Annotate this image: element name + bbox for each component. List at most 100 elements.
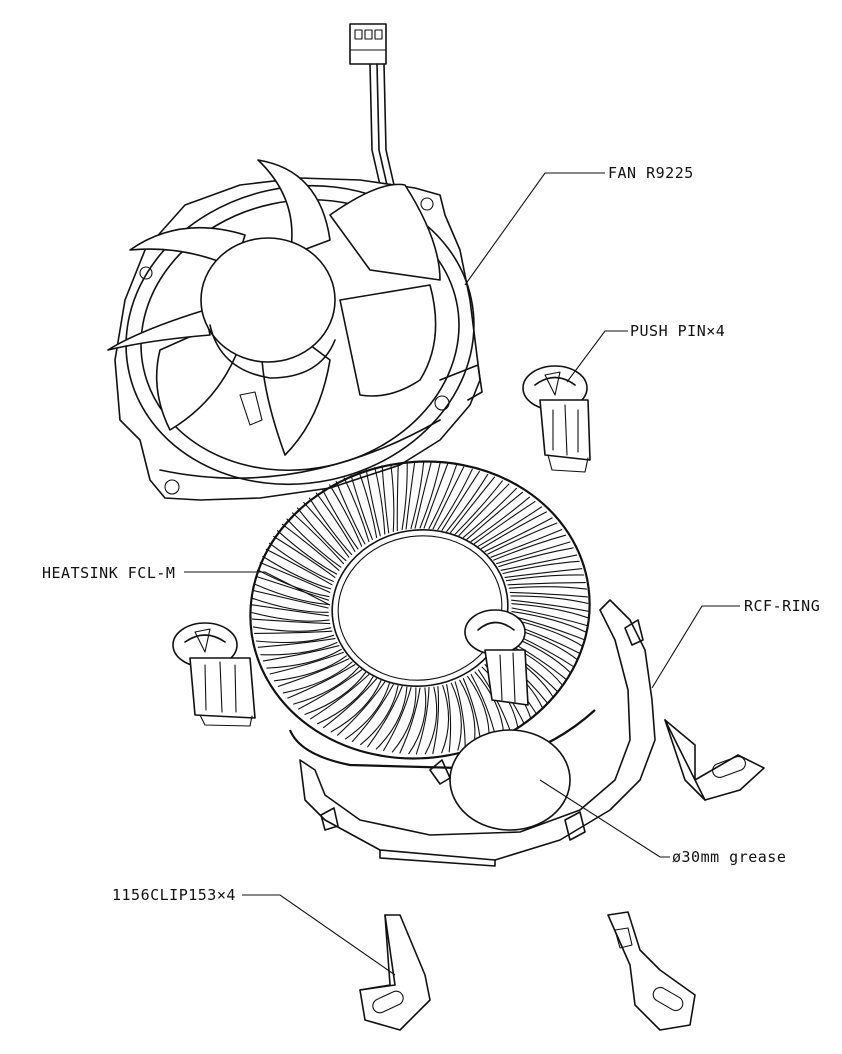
heatsink-fin-edge <box>286 518 342 568</box>
clip-bottom-left <box>359 914 431 1031</box>
heatsink-fin-edge <box>266 648 342 669</box>
heatsink-fin <box>504 568 583 578</box>
heatsink-fin-edge <box>296 507 347 562</box>
heatsink-fin-edge <box>276 530 338 575</box>
heatsink-fin <box>437 468 473 531</box>
heatsink-fin <box>269 651 345 675</box>
heatsink-fin <box>310 673 370 720</box>
heatsink-fin-edge <box>251 612 330 622</box>
heatsink-fin-edge <box>360 685 399 746</box>
heatsink-fin <box>500 554 578 571</box>
push-pin-center <box>464 609 529 706</box>
clip-right-middle <box>664 719 765 801</box>
heatsink-fin <box>462 487 517 538</box>
heatsink-fin <box>358 471 378 538</box>
heatsink-fin-edge <box>262 555 332 590</box>
heatsink-fin-edge <box>335 480 366 545</box>
heatsink-fin-edge <box>253 583 329 605</box>
heatsink-fin <box>432 685 440 755</box>
heatsink-fin <box>257 638 336 648</box>
heatsink-fin <box>446 684 452 753</box>
heatsink-fin-edge <box>450 682 462 751</box>
heatsink-fin <box>511 599 589 612</box>
heatsink-fin <box>470 496 530 543</box>
heatsink-fin-edge <box>414 461 432 529</box>
heatsink-fin <box>251 604 329 617</box>
heatsink-leader <box>184 571 331 606</box>
heatsink-fin-edge <box>498 547 574 568</box>
heatsink-fin <box>303 501 350 558</box>
heatsink-fin-edge <box>466 491 524 540</box>
heatsink-fin <box>507 582 586 586</box>
heatsink-fin-edge <box>381 465 390 534</box>
heatsink-fin <box>511 607 588 627</box>
heatsink-fin-edge <box>511 611 587 633</box>
callout-push-pin: PUSH PIN×4 <box>630 322 725 340</box>
push-pin-left <box>172 622 256 727</box>
heatsink-fin-edge <box>405 461 416 530</box>
heatsink-fin-edge <box>480 511 548 550</box>
heatsink-fin <box>337 681 386 736</box>
heatsink-fin <box>419 462 441 529</box>
heatsink-fin <box>281 523 340 571</box>
leader-lines <box>184 172 740 976</box>
heatsink-fin <box>287 664 356 699</box>
heatsink-fin-edge <box>510 595 589 604</box>
heatsink-fin-edge <box>350 474 373 541</box>
heatsink-fin-edge <box>441 470 480 531</box>
heatsink-fin-edge <box>252 626 332 632</box>
heatsink-fin <box>446 473 489 532</box>
rcf-ring <box>299 599 656 867</box>
heatsink <box>249 460 596 770</box>
heatsink-fin <box>254 630 333 634</box>
heatsink-fin <box>454 480 503 535</box>
heatsink-fin-edge <box>487 522 558 555</box>
heatsink-fin <box>490 529 563 558</box>
clip-bottom-right <box>607 911 696 1031</box>
heatsink-fin <box>367 685 403 748</box>
heatsink-fin-edge <box>473 501 536 545</box>
heatsink-fin-edge <box>424 686 438 755</box>
clip-leader <box>242 894 396 976</box>
heatsink-fin-edge <box>344 682 390 740</box>
heatsink-fins <box>251 461 589 755</box>
heatsink-fin-edge <box>408 687 427 755</box>
heatsink-fin <box>273 535 336 578</box>
callout-heatsink: HEATSINK FCL-M <box>42 564 175 582</box>
heatsink-fin-edge <box>273 655 347 682</box>
fan-hub <box>200 237 336 426</box>
callout-grease: ø30mm grease <box>672 848 786 866</box>
fan-leader <box>464 172 605 286</box>
fan-connector <box>349 23 395 186</box>
heatsink-fin <box>415 687 430 755</box>
heatsink-fin <box>390 463 395 532</box>
heatsink-fin-edge <box>391 687 417 753</box>
heatsink-fin <box>351 684 394 743</box>
heatsink-fin-edge <box>396 462 399 532</box>
heatsink-fin-edge <box>321 488 359 550</box>
heatsink-fin <box>454 681 466 750</box>
heatsink-fin <box>428 464 457 529</box>
heatsink-fin-edge <box>282 661 353 694</box>
heatsink-fin <box>262 645 340 662</box>
heatsink-fin <box>277 658 350 687</box>
heatsink-fin-edge <box>260 641 338 656</box>
heatsink-fin-edge <box>375 686 408 750</box>
heatsink-fin <box>329 484 363 547</box>
heatsink-fin-edge <box>511 603 589 619</box>
callout-clip: 1156CLIP153×4 <box>112 886 236 904</box>
heatsink-fin <box>410 461 425 529</box>
heatsink-fin-edge <box>441 684 450 754</box>
fan-assembly <box>107 23 483 501</box>
heatsink-fin <box>298 669 363 710</box>
heatsink-fin-edge <box>502 560 580 575</box>
heatsink-fin-edge <box>292 666 360 705</box>
heatsink-fin-edge <box>450 476 496 534</box>
heatsink-fin <box>477 506 542 547</box>
heatsink-fin-edge <box>365 469 381 537</box>
heatsink-fin-edge <box>316 676 374 725</box>
heatsink-fin <box>291 512 345 565</box>
heatsink-fin-edge <box>330 679 382 733</box>
heatsink-fin <box>315 492 356 552</box>
